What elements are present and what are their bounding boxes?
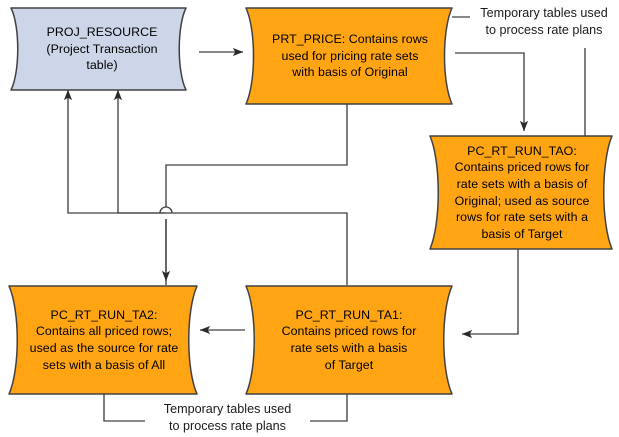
node-shape-pc-rt-run-ta1[interactable] <box>245 285 453 395</box>
connector-prt-price-to-pc-rt-run-tao <box>455 52 529 132</box>
connector-pc-rt-run-tao-to-pc-rt-run-ta1 <box>461 249 519 339</box>
node-shape-proj-resource[interactable] <box>10 7 187 91</box>
node-shape-prt-price[interactable] <box>245 7 453 105</box>
connector-line-hop <box>159 206 173 214</box>
node-shape-pc-rt-run-tao[interactable] <box>429 135 613 250</box>
node-shape-pc-rt-run-ta2[interactable] <box>8 285 198 395</box>
connector-pc-rt-run-ta1-to-proj-resource <box>113 89 348 285</box>
